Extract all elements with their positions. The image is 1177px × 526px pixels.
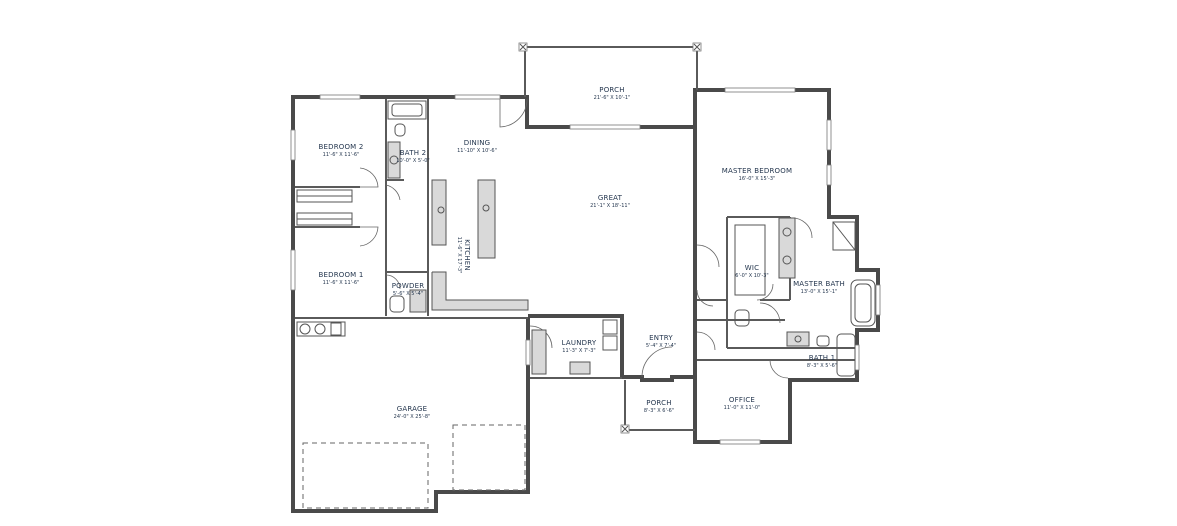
room-dims: 11'-10" X 10'-6": [457, 148, 497, 154]
exterior-walls: [291, 88, 880, 513]
room-name: BEDROOM 1: [318, 271, 363, 279]
room-name: ENTRY: [649, 334, 673, 342]
room-name: BATH 1: [809, 354, 835, 362]
room-name: GARAGE: [397, 405, 428, 413]
room-dims: 6'-0" X 10'-3": [735, 273, 768, 279]
room-dims: 11'-6" X 17'-3": [456, 237, 462, 274]
room-dims: 11'-6" X 11'-6": [323, 152, 360, 158]
room-dims: 11'-3" X 7'-3": [562, 348, 595, 354]
room-name: PORCH: [646, 399, 671, 407]
room-name: BATH 2: [400, 149, 426, 157]
room-name: PORCH: [599, 86, 624, 94]
interior-walls: [295, 99, 857, 379]
room-dims: 10'-0" X 5'-0": [396, 158, 429, 164]
room-name: MASTER BEDROOM: [722, 167, 792, 175]
room-name: KITCHEN: [463, 239, 471, 271]
porch-top-structure: [518, 42, 702, 97]
porch-front-structure: [620, 380, 695, 434]
room-name: DINING: [464, 139, 491, 147]
room-name: GREAT: [598, 194, 623, 202]
room-dims: 21'-1" X 18'-11": [590, 203, 630, 209]
room-dims: 8'-3" X 6'-6": [644, 408, 674, 414]
room-dims: 11'-6" X 11'-6": [323, 280, 360, 286]
garage-doors: [302, 424, 526, 509]
windows: [290, 87, 881, 445]
room-labels: PORCH 21'-6" X 10'-1" BEDROOM 2 11'-6" X…: [318, 86, 844, 420]
room-dims: 21'-6" X 10'-1": [594, 95, 631, 101]
room-name: LAUNDRY: [562, 339, 597, 347]
room-name: OFFICE: [729, 396, 755, 404]
room-name: MASTER BATH: [793, 280, 845, 288]
room-dims: 16'-0" X 15'-3": [739, 176, 776, 182]
doors: [359, 98, 813, 379]
room-dims: 13'-0" X 15'-1": [801, 289, 838, 295]
room-name: WIC: [745, 264, 759, 272]
room-dims: 8'-3" X 5'-6": [807, 363, 837, 369]
room-dims: 24'-0" X 25'-8": [394, 414, 431, 420]
fixtures: [296, 100, 876, 377]
room-dims: 11'-0" X 11'-0": [724, 405, 761, 411]
room-dims: 5'-6" X 5'-4": [393, 291, 423, 297]
room-name: POWDER: [392, 282, 425, 290]
room-name: BEDROOM 2: [318, 143, 363, 151]
room-dims: 5'-4" X 7'-4": [646, 343, 676, 349]
